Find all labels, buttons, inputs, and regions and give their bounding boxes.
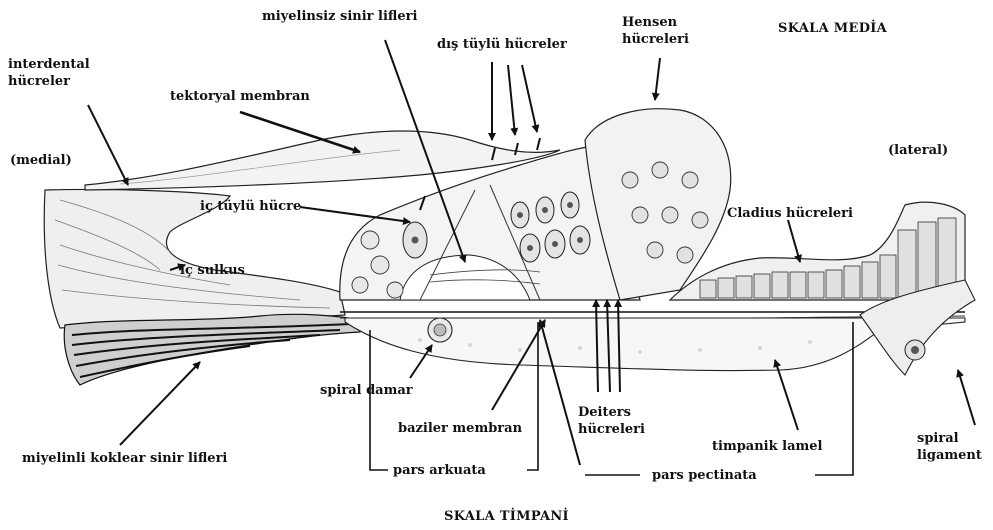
arrow-hensen [655, 58, 660, 100]
arrow-interdental [88, 105, 128, 185]
arrow-cladius [788, 220, 800, 262]
arrow-dis-tuylu-3 [522, 65, 537, 132]
skala-timpani-title: SKALA TİMPANİ [444, 508, 569, 525]
label-deiters-line1: Deiters [578, 404, 645, 421]
label-tektoryal: tektoryal membran [170, 88, 310, 105]
label-spiral-damar: spiral damar [320, 382, 413, 399]
arrow-dis-tuylu-2 [508, 65, 515, 135]
label-hensen-line2: hücreleri [622, 31, 689, 48]
label-miyelinsiz: miyelinsiz sinir lifleri [262, 8, 417, 25]
bracket-pars-arkuata [370, 330, 388, 470]
arrow-miyelinli [120, 362, 200, 445]
label-medial: (medial) [10, 152, 72, 169]
label-dis-tuylu: dış tüylü hücreler [437, 36, 567, 53]
label-baziler: baziler membran [398, 420, 522, 437]
label-spiral-ligament: spiral ligament [917, 430, 982, 464]
label-ic-tuylu: iç tüylü hücre [200, 198, 301, 215]
skala-media-title: SKALA MEDİA [778, 20, 887, 37]
label-hensen-line1: Hensen [622, 14, 689, 31]
label-pars-pectinata: pars pectinata [652, 467, 757, 484]
label-timpanik: timpanik lamel [712, 438, 822, 455]
label-lateral: (lateral) [888, 142, 948, 159]
label-ic-sulkus: iç sulkus [180, 262, 245, 279]
arrow-timpanik [775, 360, 798, 430]
label-interdental-line2: hücreler [8, 73, 90, 90]
label-interdental-line1: interdental [8, 56, 90, 73]
arrow-spiral-ligament [958, 370, 975, 425]
label-cladius: Cladius hücreleri [727, 205, 853, 222]
label-deiters-line2: hücreleri [578, 421, 645, 438]
label-deiters: Deiters hücreleri [578, 404, 645, 438]
label-hensen: Hensen hücreleri [622, 14, 689, 48]
arrow-deiters-3 [618, 300, 620, 392]
arrow-deiters-1 [596, 300, 598, 392]
label-spiral-ligament-line1: spiral [917, 430, 982, 447]
label-pars-arkuata: pars arkuata [393, 462, 486, 479]
label-miyelinli: miyelinli koklear sinir lifleri [22, 450, 227, 467]
label-spiral-ligament-line2: ligament [917, 447, 982, 464]
label-interdental: interdental hücreler [8, 56, 90, 90]
myelinated-nerve-bundle [64, 314, 360, 385]
